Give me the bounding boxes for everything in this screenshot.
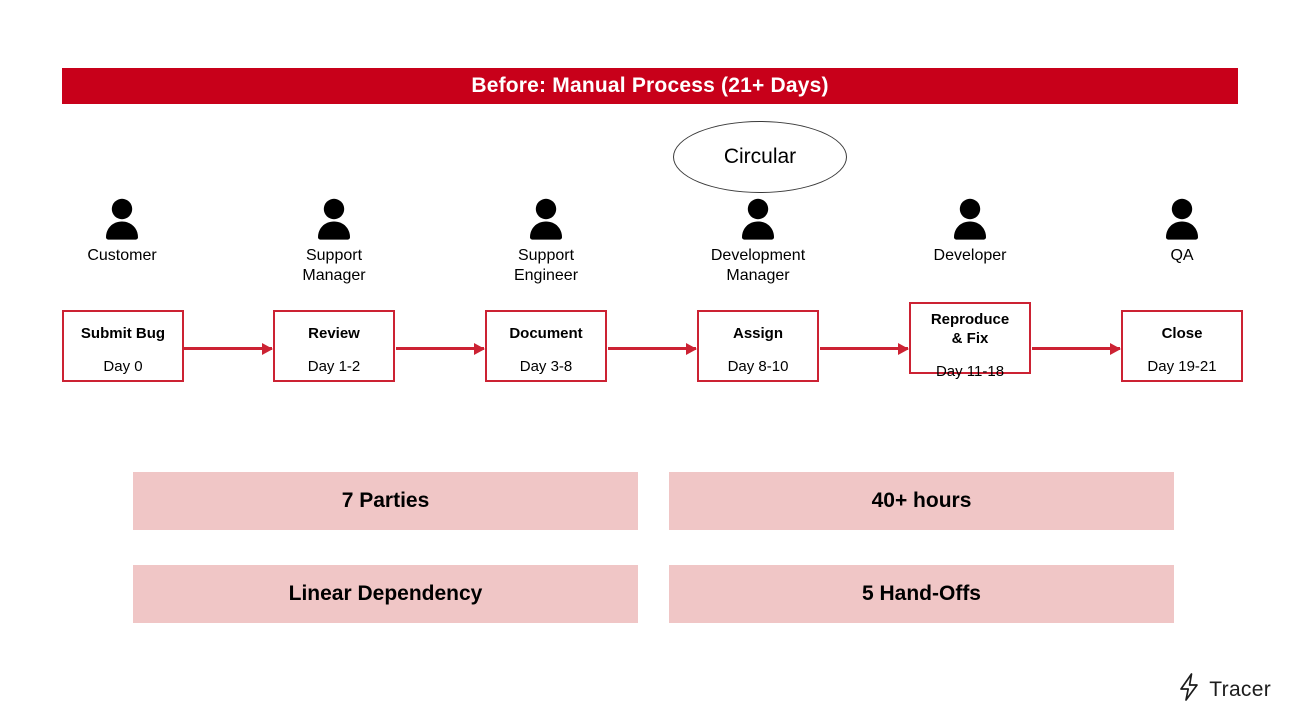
stat-label: Linear Dependency bbox=[288, 582, 483, 605]
flow-step-day: Day 0 bbox=[103, 358, 143, 375]
actor-1: Support Manager bbox=[254, 198, 414, 286]
flow-arrow-0 bbox=[184, 342, 273, 355]
stat-label: 5 Hand-Offs bbox=[861, 582, 981, 605]
tracer-logo-text: Tracer bbox=[1209, 677, 1271, 701]
person-icon bbox=[678, 198, 838, 242]
actor-2: Support Engineer bbox=[466, 198, 626, 286]
person-icon bbox=[254, 198, 414, 242]
stat-box-2: Linear Dependency bbox=[133, 565, 638, 623]
page-title: Before: Manual Process (21+ Days) bbox=[471, 74, 829, 97]
actor-5: QA bbox=[1102, 198, 1262, 266]
circular-annotation-ellipse: Circular bbox=[673, 121, 847, 193]
lightning-bolt-icon bbox=[1176, 672, 1202, 707]
stat-label: 40+ hours bbox=[871, 489, 972, 512]
flow-step-day: Day 19-21 bbox=[1147, 358, 1217, 375]
flow-step-title: Review bbox=[308, 325, 360, 342]
flow-arrow-1 bbox=[396, 342, 485, 355]
title-banner: Before: Manual Process (21+ Days) bbox=[62, 68, 1238, 104]
person-icon bbox=[1102, 198, 1262, 242]
flow-step-day: Day 11-18 bbox=[935, 363, 1005, 380]
actor-label: Customer bbox=[87, 247, 157, 264]
flow-step-day: Day 1-2 bbox=[307, 358, 361, 375]
flow-arrow-4 bbox=[1032, 342, 1121, 355]
flow-step-day: Day 8-10 bbox=[727, 358, 789, 375]
actor-3: Development Manager bbox=[678, 198, 838, 286]
actor-label: Support Engineer bbox=[513, 247, 579, 284]
actor-label: Development Manager bbox=[710, 247, 806, 284]
actor-4: Developer bbox=[890, 198, 1050, 266]
stat-box-3: 5 Hand-Offs bbox=[669, 565, 1174, 623]
circular-annotation-label: Circular bbox=[723, 145, 797, 168]
actor-label: Support Manager bbox=[302, 247, 366, 284]
stat-box-0: 7 Parties bbox=[133, 472, 638, 530]
person-icon bbox=[466, 198, 626, 242]
actor-label: QA bbox=[1170, 247, 1194, 264]
person-icon bbox=[42, 198, 202, 242]
stat-box-1: 40+ hours bbox=[669, 472, 1174, 530]
flow-step-day: Day 3-8 bbox=[519, 358, 573, 375]
flow-arrow-3 bbox=[820, 342, 909, 355]
flow-step-title: Reproduce & Fix bbox=[930, 311, 1010, 347]
person-icon bbox=[890, 198, 1050, 242]
flow-step-title: Assign bbox=[732, 325, 783, 342]
actor-0: Customer bbox=[42, 198, 202, 266]
flow-step-title: Document bbox=[509, 325, 583, 342]
flow-arrow-2 bbox=[608, 342, 697, 355]
tracer-logo: Tracer bbox=[1176, 672, 1271, 707]
actor-label: Developer bbox=[933, 247, 1007, 264]
stat-label: 7 Parties bbox=[341, 489, 430, 512]
actor-row: Customer Support Manager Support Engineer D… bbox=[0, 198, 1299, 298]
flow-step-title: Submit Bug bbox=[80, 325, 166, 342]
flow-step-title: Close bbox=[1161, 325, 1203, 342]
